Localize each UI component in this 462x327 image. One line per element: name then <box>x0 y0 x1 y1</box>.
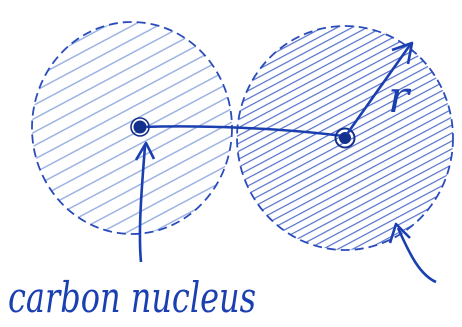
left-nucleus <box>131 118 149 136</box>
caption-label: carbon nucleus <box>8 273 256 322</box>
radius-label: r <box>388 72 412 123</box>
